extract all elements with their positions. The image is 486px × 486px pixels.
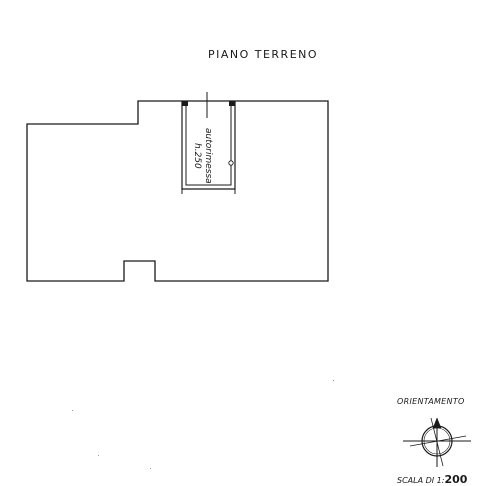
scale-prefix: SCALA DI 1: xyxy=(397,476,445,485)
scale-label: SCALA DI 1:200 xyxy=(397,473,467,486)
scan-speck xyxy=(72,410,73,411)
orientation-title: ORIENTAMENTO xyxy=(397,397,465,406)
floor-title: PIANO TERRENO xyxy=(0,48,486,61)
scan-speck xyxy=(150,468,151,469)
compass-icon xyxy=(403,417,471,467)
building-outline xyxy=(26,100,329,282)
scan-speck xyxy=(98,455,99,456)
scan-speck xyxy=(333,380,334,381)
scale-value: 200 xyxy=(444,473,468,486)
garage-room xyxy=(181,101,236,194)
garage-label: autorimessa xyxy=(203,128,213,184)
column-marker xyxy=(228,160,234,166)
floor-title-text: PIANO TERRENO xyxy=(207,48,319,61)
garage-height: h.250 xyxy=(192,143,202,169)
